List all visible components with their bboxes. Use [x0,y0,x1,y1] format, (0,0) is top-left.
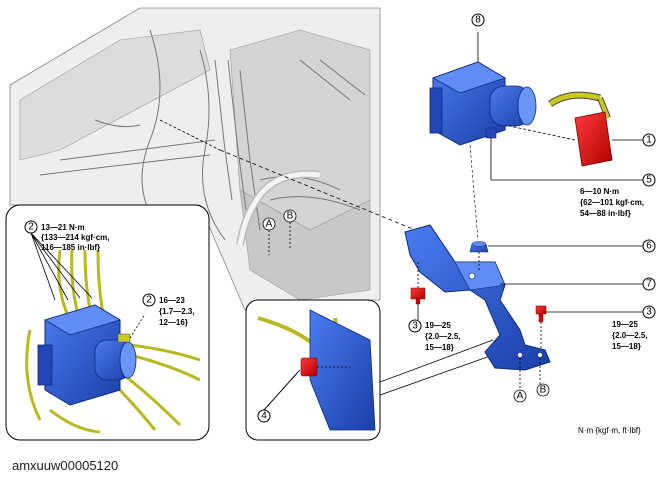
svg-text:B: B [540,385,547,396]
svg-text:6: 6 [646,241,652,252]
hydraulic-unit [429,32,537,146]
torque-5-line1: 6—10 N·m [580,187,619,196]
callout-5: 5 [642,173,656,187]
torque-3-left-line3: 15—18} [425,343,454,352]
callout-7: 7 [642,277,656,291]
svg-text:8: 8 [475,15,481,26]
torque-3-right-line3: 15—18} [612,342,641,351]
callout-8: 8 [471,13,485,27]
bolt-left [410,262,426,320]
torque-3-right-line1: 19—25 [612,320,638,329]
torque-2-lower-line1: 16—23 [159,296,185,305]
callout-6: 6 [642,239,656,253]
svg-text:A: A [266,219,273,230]
connector [504,91,643,167]
svg-text:1: 1 [646,135,652,146]
torque-5-line3: 54—88 in·lbf} [580,209,631,218]
callout-2-lower: 2 [142,293,156,307]
svg-text:4: 4 [261,411,267,422]
callout-4: 4 [257,409,271,423]
bay-to-bracket-leader [219,149,421,233]
inset-bracket-detail [245,299,381,441]
torque-2-upper-line1: 13—21 N·m [41,223,85,232]
unit-to-grommet-leader [469,144,479,241]
marker-b-bracket: B [536,383,550,397]
torque-3-right-line2: {2.0—2.5, [612,331,648,340]
svg-text:3: 3 [646,307,652,318]
svg-text:5: 5 [646,175,652,186]
torque-3-left-line2: {2.0—2.5, [425,332,461,341]
callout-2-upper: 2 [24,220,38,234]
inset2-leader-bottom [379,354,494,396]
torque-3-left-line1: 19—25 [425,321,451,330]
marker-a-bracket: A [513,389,527,403]
callout-3-left: 3 [408,319,422,333]
callout-3-right: 3 [642,305,656,319]
svg-text:3: 3 [412,321,418,332]
torque-2-lower-line3: 12—16} [159,318,188,327]
svg-text:B: B [287,211,294,222]
figure-code: amxuuw00005120 [12,458,119,473]
inset2-leader-top [379,339,494,383]
svg-text:2: 2 [146,295,152,306]
svg-text:A: A [517,391,524,402]
torque-2-lower-line2: {1.7—2.3, [159,307,195,316]
svg-text:2: 2 [28,222,34,233]
inset-hydraulic-detail [5,204,210,441]
grommet [469,241,489,272]
svg-text:7: 7 [646,279,652,290]
marker-a-bay: A [262,217,276,255]
torque-2-upper-line2: {133—214 kgf·cm, [41,233,109,242]
torque-2-upper-line3: 116—185 in·lbf} [41,243,100,252]
abs-bracket [404,224,551,371]
callout-1: 1 [642,133,656,147]
units-note: N·m {kgf·m, ft·lbf} [578,426,641,435]
bolt-right [535,305,547,348]
torque-5-line2: {62—101 kgf·cm, [580,198,644,207]
marker-b-bay: B [283,209,297,248]
engine-bay-view [9,7,381,311]
